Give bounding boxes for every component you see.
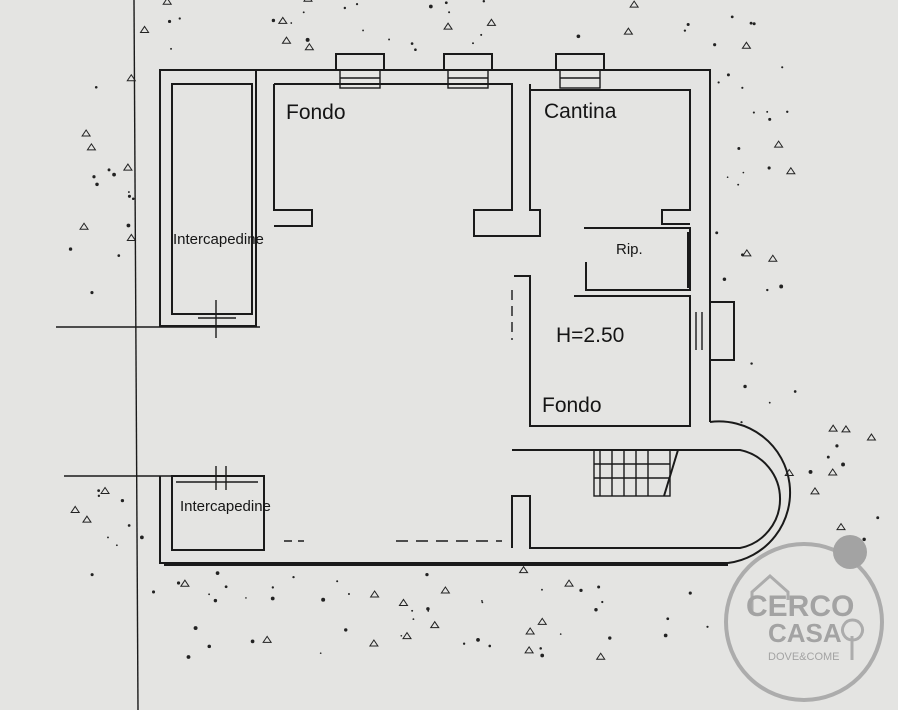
room-label-fondo-bottom: Fondo	[542, 394, 602, 417]
gravel-hatching	[68, 0, 880, 660]
room-label-intercapedine-bottom: Intercapedine	[180, 498, 271, 515]
watermark-brand-bottom: CASA	[768, 618, 842, 648]
room-fondo-top-walls	[273, 83, 541, 237]
house-icon	[750, 573, 790, 612]
reference-lines	[56, 0, 260, 710]
watermark-ring	[724, 542, 884, 702]
room-label-cantina: Cantina	[544, 100, 617, 123]
top-windows	[335, 53, 605, 89]
intercapedine-left-walls	[171, 83, 253, 338]
room-label-fondo-top: Fondo	[286, 101, 346, 124]
stair-area	[396, 449, 782, 549]
location-pin-icon	[841, 618, 864, 660]
cercocasa-watermark: CERCO CASA DOVE&COME	[724, 535, 884, 702]
watermark-tagline: DOVE&COME	[768, 651, 840, 663]
room-rip-walls	[584, 227, 691, 291]
room-cantina-walls	[530, 89, 691, 225]
right-window	[695, 301, 735, 361]
intercapedine-bottom-walls	[171, 466, 304, 551]
room-height-label: H=2.50	[556, 324, 624, 347]
room-fondo-bottom-walls	[511, 275, 691, 427]
room-labels: Fondo Cantina Intercapedine Rip. H=2.50 …	[173, 100, 643, 515]
watermark-dot-icon	[833, 535, 867, 569]
watermark-brand-top: CERCO	[746, 590, 854, 623]
room-label-rip: Rip.	[616, 241, 643, 258]
room-label-intercapedine-left: Intercapedine	[173, 231, 264, 248]
